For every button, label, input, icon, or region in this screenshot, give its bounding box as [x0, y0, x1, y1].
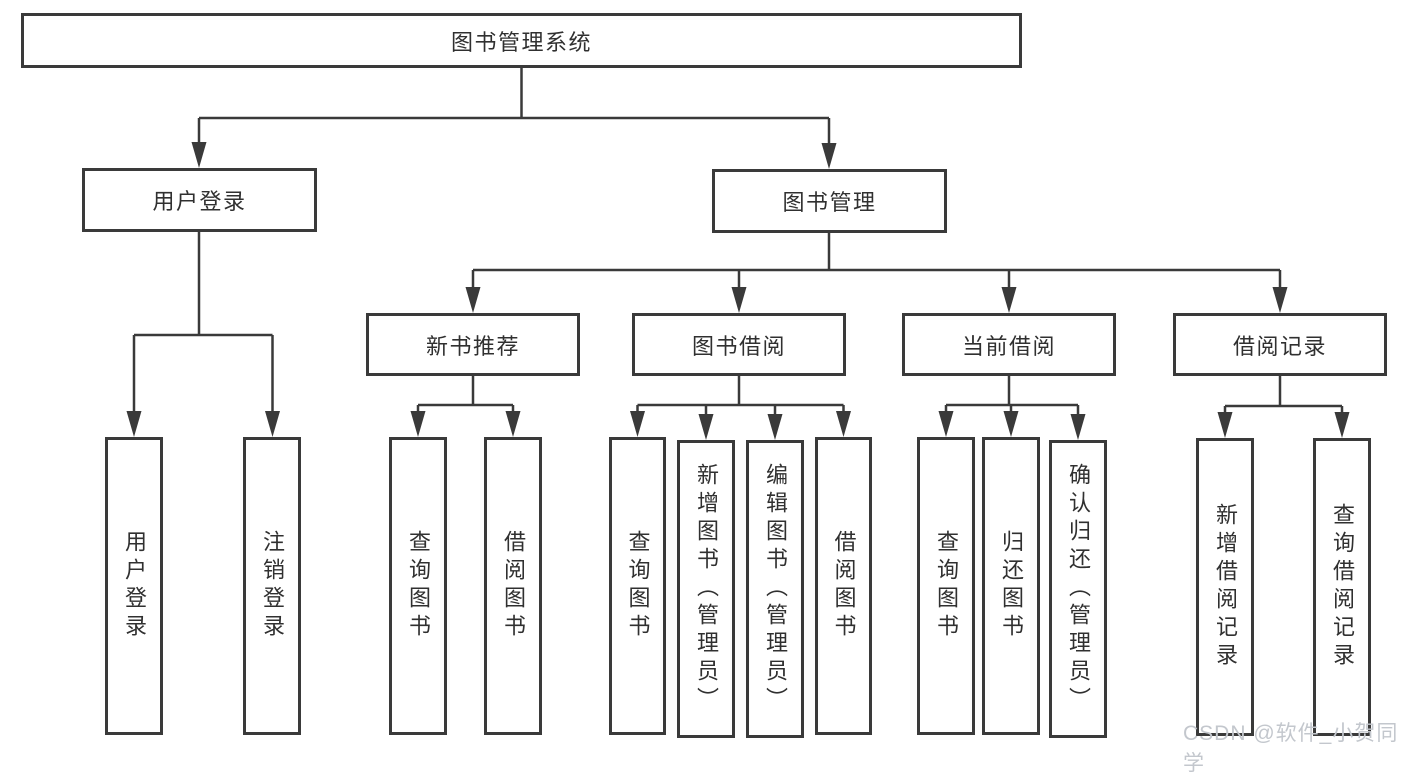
borrow-record-group-connector [1217, 376, 1350, 438]
leaf-add-borrow-record: 新增借阅记录 [1196, 438, 1254, 736]
leaf-return-book: 归还图书 [982, 437, 1040, 735]
leaf-confirm-return-admin: 确认归还（管理员） [1049, 440, 1107, 738]
book-branch-connector [465, 233, 1288, 313]
leaf-query-book-recommend: 查询图书 [389, 437, 447, 735]
user-branch-connector [126, 232, 280, 437]
node-root: 图书管理系统 [21, 13, 1022, 68]
current-borrow-group-connector [938, 376, 1086, 440]
node-borrow-record-group: 借阅记录 [1173, 313, 1387, 376]
new-book-group-connector [410, 376, 521, 437]
node-book-management-branch: 图书管理 [712, 169, 947, 233]
root-connector [191, 65, 837, 169]
watermark: CSDN @软件_小贺同学 [1183, 722, 1399, 775]
node-user-login-branch: 用户登录 [82, 168, 317, 232]
leaf-edit-book-admin: 编辑图书（管理员） [746, 440, 804, 738]
leaf-borrow-book: 借阅图书 [815, 437, 872, 735]
connector-lines [126, 65, 1350, 440]
diagram-canvas: 图书管理系统 用户登录 图书管理 新书推荐 图书借阅 当前借阅 借阅记录 用户登… [21, 13, 1397, 775]
node-current-borrow-group: 当前借阅 [902, 313, 1116, 376]
leaf-query-book-borrow: 查询图书 [609, 437, 666, 735]
node-book-borrow-group: 图书借阅 [632, 313, 846, 376]
book-borrow-group-connector [630, 376, 851, 440]
leaf-borrow-book-recommend: 借阅图书 [484, 437, 542, 735]
leaf-user-login: 用户登录 [105, 437, 163, 735]
leaf-add-book-admin: 新增图书（管理员） [677, 440, 735, 738]
leaf-logout: 注销登录 [243, 437, 301, 735]
leaf-query-borrow-record: 查询借阅记录 [1313, 438, 1371, 736]
leaf-query-book-current: 查询图书 [917, 437, 975, 735]
node-new-book-group: 新书推荐 [366, 313, 580, 376]
